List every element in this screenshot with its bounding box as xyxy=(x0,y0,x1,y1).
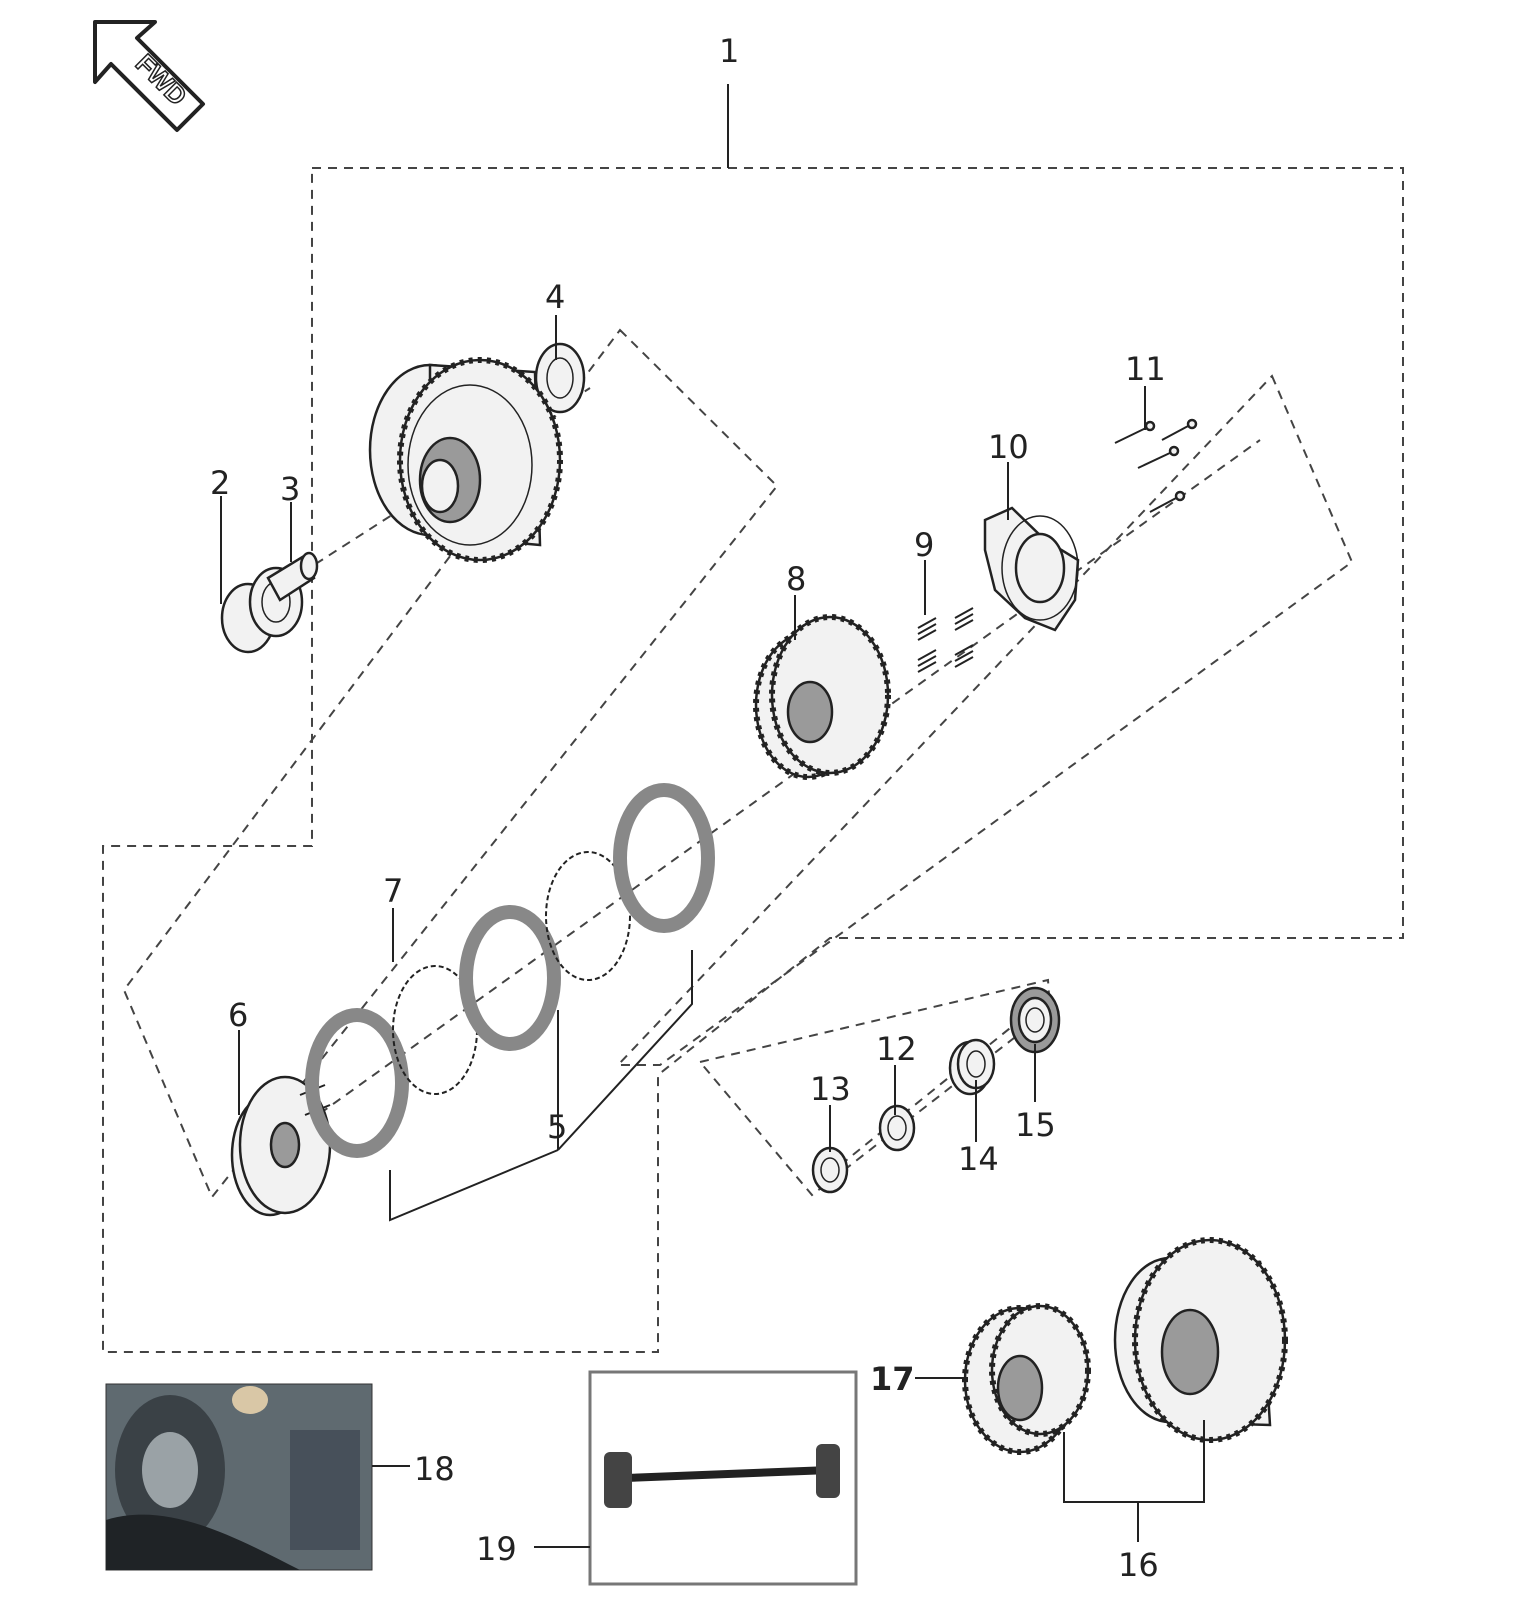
part-16-housing-assembly xyxy=(1113,1237,1288,1443)
part-8-clutch-hub xyxy=(753,614,891,780)
part-6-pressure-disc xyxy=(230,1075,332,1217)
part-15-bearing xyxy=(1009,986,1061,1054)
assembly-boundary xyxy=(102,167,1404,1353)
axis-line-bearing xyxy=(827,1011,1031,1176)
callout-1: 1 xyxy=(719,32,739,70)
part-17-primary-gear xyxy=(962,1303,1091,1455)
callout-5: 5 xyxy=(547,1108,567,1146)
callout-13: 13 xyxy=(810,1070,851,1108)
part-10-pressure-plate xyxy=(983,506,1080,632)
callout-8: 8 xyxy=(786,560,806,598)
clutch-outer-housing xyxy=(368,357,563,563)
callout-11: 11 xyxy=(1125,350,1166,388)
part-18-reference-photo xyxy=(105,1383,373,1571)
callout-10: 10 xyxy=(988,428,1029,466)
callout-15: 15 xyxy=(1015,1106,1056,1144)
callout-14: 14 xyxy=(958,1140,999,1178)
callout-9: 9 xyxy=(914,526,934,564)
part-2-collar xyxy=(220,566,304,654)
callout-4: 4 xyxy=(545,278,565,316)
part-9-springs xyxy=(917,607,974,673)
part-19-tool xyxy=(588,1370,858,1586)
part-11-bolts xyxy=(1114,418,1198,513)
callout-16: 16 xyxy=(1118,1546,1159,1584)
explode-zone-right xyxy=(615,374,1354,1066)
callout-2: 2 xyxy=(210,464,230,502)
part-3-bushing xyxy=(266,551,319,602)
part-14-collar xyxy=(948,1038,996,1096)
callout-19: 19 xyxy=(476,1530,517,1568)
callout-6: 6 xyxy=(228,996,248,1034)
explode-zone-left xyxy=(122,328,779,1199)
clutch-plate-stack xyxy=(305,783,715,1158)
leader-lines xyxy=(220,84,1205,1548)
axis-line-main xyxy=(254,439,1261,1161)
part-13-washer xyxy=(811,1146,849,1194)
callout-12: 12 xyxy=(876,1030,917,1068)
callout-3: 3 xyxy=(280,470,300,508)
callout-17: 17 xyxy=(870,1360,915,1398)
callout-7: 7 xyxy=(383,872,403,910)
callout-18: 18 xyxy=(414,1450,455,1488)
fwd-arrow-badge: FWD xyxy=(93,20,205,132)
callout-labels: 1 2 3 4 5 6 7 8 9 10 11 12 13 14 15 16 1… xyxy=(210,32,1166,1584)
part-12-washer xyxy=(878,1104,916,1152)
